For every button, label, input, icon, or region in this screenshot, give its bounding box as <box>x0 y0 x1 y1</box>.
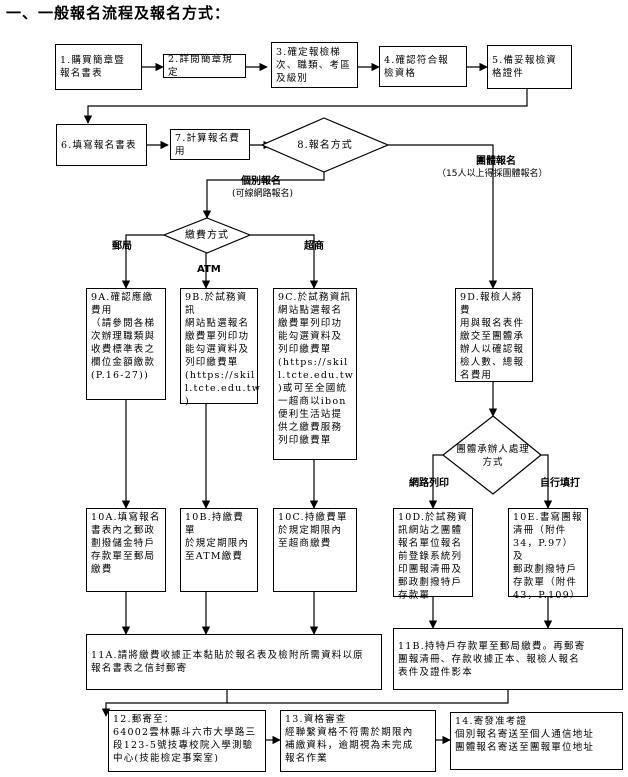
step-9d-box: 9D.報檢人將費 用與報名表件 繳交至團體承 辦人以確認報 檢人數、總報 名費用 <box>455 288 533 382</box>
step-2-box: 2.詳閱簡章規定 <box>163 54 246 78</box>
individual-note: (可線網路報名) <box>232 189 294 199</box>
step-10c-box: 10C.持繳費單 於規定期限內 至超商繳費 <box>273 508 357 592</box>
self-fill-label: 自行填打 <box>540 478 580 489</box>
step-3-box: 3.確定報檢梯 次、職類、考區 及級別 <box>271 42 358 88</box>
group-decision-diamond <box>442 415 542 495</box>
step-10b-box: 10B.持繳費單 於規定期限內 至ATM繳費 <box>180 508 258 592</box>
fee-method-label: 繳費方式 <box>185 230 229 241</box>
step-1-box: 1.購買簡章暨 報名書表 <box>55 44 142 90</box>
step-10a-box: 10A.填寫報名 書表內之郵政 劃撥儲金特戶 存款單至郵局 繳費 <box>86 508 166 592</box>
step-5-box: 5.備妥報檢資 格證件 <box>487 45 572 89</box>
step-11a-box: 11A.請將繳費收據正本黏貼於報名表及檢附所需資料以原 報名書表之信封郵寄 <box>86 634 382 690</box>
step-12-box: 12.郵寄至： 64002雲林縣斗六市大學路三 段123-5號技專校院入學測驗 … <box>108 710 266 772</box>
step-10d-box: 10D.於試務資 訊網站之團體 報名單位報名 前登錄系統列 印團報清冊及 郵政劃… <box>393 508 473 601</box>
step-6-box: 6.填寫報名書表 <box>56 124 147 166</box>
step-9a-box: 9A.確認應繳 費用 （請參閱各梯 次辦理職類與 收費標準表之 欄位金額繳款 (… <box>86 288 166 400</box>
step-14-box: 14.寄發准考證 個別報名寄送至個人通信地址 團體報名寄送至團報單位地址 <box>450 712 623 770</box>
individual-label: 個別報名 <box>241 176 281 187</box>
step-9b-box: 9B.於試務資訊 網站點選報名 繳費單列印功 能勾選資料及 列印繳費單 (htt… <box>180 288 260 407</box>
step-8-label: 8.報名方式 <box>297 140 353 151</box>
group-handler-label: 團體承辦人處理 方式 <box>456 444 530 468</box>
step-13-box: 13.資格審查 經聯繫資格不符需於期限內 補繳資料，逾期視為未完成 報名作業 <box>280 710 436 772</box>
atm-label: ATM <box>197 264 221 275</box>
step-7-box: 7.計算報名費用 <box>170 129 250 160</box>
step-11b-box: 11B.持特戶存款單至郵局繳費。再郵寄 團報清冊、存款收據正本、報檢人報名 表件… <box>393 628 623 690</box>
step-10e-box: 10E.書寫團報 清冊（附件 34，P.97）及 郵政劃撥特戶 存款單（附件 4… <box>508 508 588 601</box>
group-note: （15人以上得採團體報名） <box>437 169 548 179</box>
convenience-store-label: 超商 <box>304 241 324 252</box>
fee-decision-diamond <box>162 217 252 254</box>
online-print-label: 網路列印 <box>409 478 449 489</box>
page-title: 一、一般報名流程及報名方式： <box>6 4 231 22</box>
step-4-box: 4.確認符合報 檢資格 <box>379 46 467 87</box>
post-office-label: 郵局 <box>112 241 132 252</box>
method-decision-diamond <box>260 117 390 173</box>
group-label: 團體報名 <box>476 156 516 167</box>
step-9c-box: 9C.於試務資訊 網站點選報名 繳費單列印功 能勾選資料及 列印繳費單 (htt… <box>273 288 357 460</box>
